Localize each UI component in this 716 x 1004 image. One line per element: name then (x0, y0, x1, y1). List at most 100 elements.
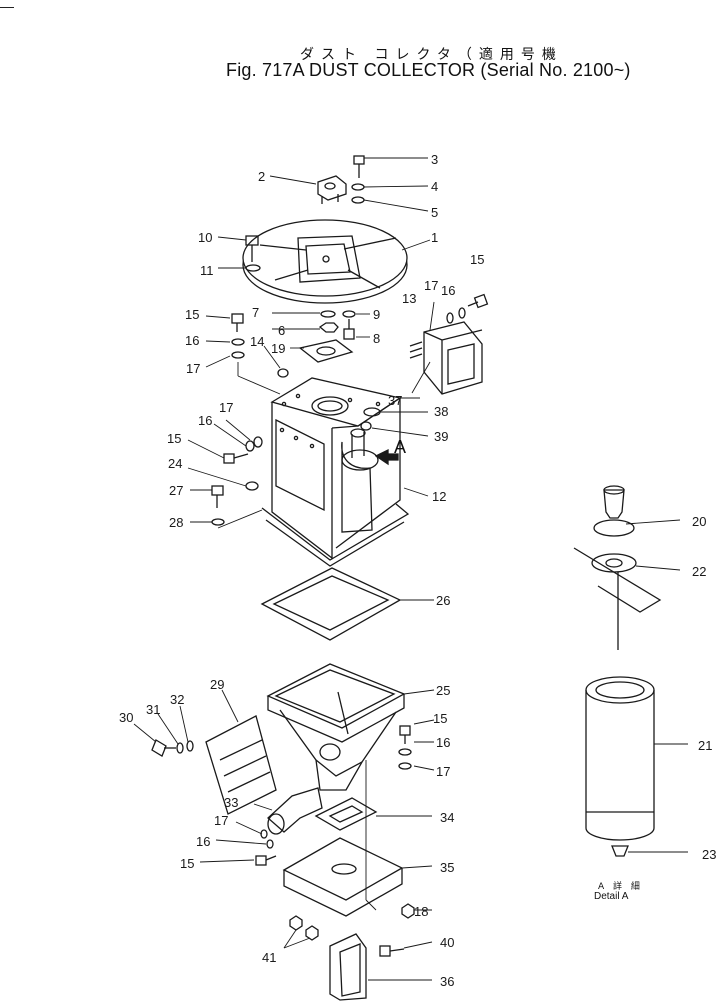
callout-13: 13 (402, 291, 417, 306)
callout-16: 16 (198, 413, 213, 428)
callout-23: 23 (702, 847, 716, 862)
callout-9: 9 (373, 307, 381, 322)
part-2-valve (317, 175, 347, 204)
callout-17: 17 (424, 278, 439, 293)
callout-18: 18 (414, 904, 429, 919)
callout-29: 29 (210, 677, 225, 692)
callout-34: 34 (440, 810, 455, 825)
callout-15: 15 (180, 856, 195, 871)
callout-16: 16 (436, 735, 451, 750)
washer-31 (176, 742, 184, 754)
arrow-label: A (394, 437, 407, 457)
housing-12 (261, 377, 410, 567)
bolt-10 (245, 235, 259, 262)
callout-21: 21 (698, 738, 713, 753)
callout-8: 8 (373, 331, 381, 346)
corner-mark (0, 7, 14, 8)
callout-16: 16 (196, 834, 211, 849)
callout-28: 28 (169, 515, 184, 530)
callout-15: 15 (185, 307, 200, 322)
washer-17-hopper (398, 762, 412, 770)
nut-6 (318, 322, 339, 333)
callout-5: 5 (431, 205, 439, 220)
nut-41b (305, 925, 319, 941)
washer-16-right (458, 307, 466, 319)
wing-nut-23 (611, 845, 629, 857)
callout-2: 2 (258, 169, 266, 184)
bolt-27 (211, 485, 224, 508)
callout-38: 38 (434, 404, 449, 419)
callout-11: 11 (200, 263, 214, 278)
callout-26: 26 (436, 593, 451, 608)
callout-37: 37 (388, 393, 403, 408)
callout-17: 17 (214, 813, 229, 828)
bolt-40 (379, 945, 405, 957)
bolt-15-hopper (399, 725, 411, 744)
callout-22: 22 (692, 564, 707, 579)
bolt-15-housing (223, 453, 249, 464)
plate-29 (205, 715, 277, 815)
callout-3: 3 (431, 152, 439, 167)
callout-16: 16 (185, 333, 200, 348)
elbow-33 (267, 787, 323, 835)
washer-32 (186, 740, 194, 752)
callout-4: 4 (431, 179, 439, 194)
callout-17: 17 (186, 361, 201, 376)
callout-6: 6 (278, 323, 286, 338)
washer-17-right (446, 312, 454, 324)
callout-30: 30 (119, 710, 134, 725)
detail-plate (573, 547, 662, 613)
callout-15: 15 (470, 252, 485, 267)
leader-lines (133, 157, 688, 981)
callout-19: 19 (271, 341, 286, 356)
washer-7 (320, 310, 336, 318)
callout-32: 32 (170, 692, 185, 707)
washer-16-lower (266, 839, 274, 849)
wing-bolt-30 (151, 739, 176, 757)
detail-label: Detail A (594, 891, 629, 902)
callout-40: 40 (440, 935, 455, 950)
detail-label-japanese: A 詳 細 (598, 882, 643, 892)
washer-9 (342, 310, 356, 318)
gasket-19 (298, 339, 354, 363)
callout-17: 17 (436, 764, 451, 779)
part-39 (360, 421, 372, 431)
figure-title: Fig. 717A DUST COLLECTOR (Serial No. 210… (226, 60, 631, 80)
callout-31: 31 (146, 702, 161, 717)
nut-18 (401, 903, 415, 919)
bolt-15-left (231, 313, 244, 332)
callout-15: 15 (167, 431, 182, 446)
spacer-14 (277, 368, 289, 378)
washer-17-left (231, 351, 245, 359)
callout-17: 17 (219, 400, 234, 415)
callout-35: 35 (440, 860, 455, 875)
bolt-15-lower (255, 855, 277, 866)
callout-16: 16 (441, 283, 456, 298)
flange-22 (591, 553, 637, 573)
washer-17-housing (253, 436, 263, 448)
nut-41a (289, 915, 303, 931)
plate-34 (314, 797, 378, 831)
callout-7: 7 (252, 305, 260, 320)
callout-12: 12 (432, 489, 447, 504)
callout-41: 41 (262, 950, 277, 965)
callout-24: 24 (168, 456, 183, 471)
washer-16-left (231, 338, 245, 346)
nozzle-20 (593, 485, 635, 537)
bolt-15-right (467, 293, 489, 309)
callout-20: 20 (692, 514, 707, 529)
callout-1: 1 (431, 230, 439, 245)
callout-36: 36 (440, 974, 455, 989)
callout-15: 15 (433, 711, 448, 726)
callout-39: 39 (434, 429, 449, 444)
bolt-3 (353, 155, 365, 178)
door-36 (329, 933, 367, 1001)
fitting-8 (343, 319, 355, 340)
filter-21 (585, 676, 655, 841)
washer-16-hopper (398, 748, 412, 756)
callout-33: 33 (224, 795, 239, 810)
callout-10: 10 (198, 230, 213, 245)
callout-14: 14 (250, 334, 265, 349)
